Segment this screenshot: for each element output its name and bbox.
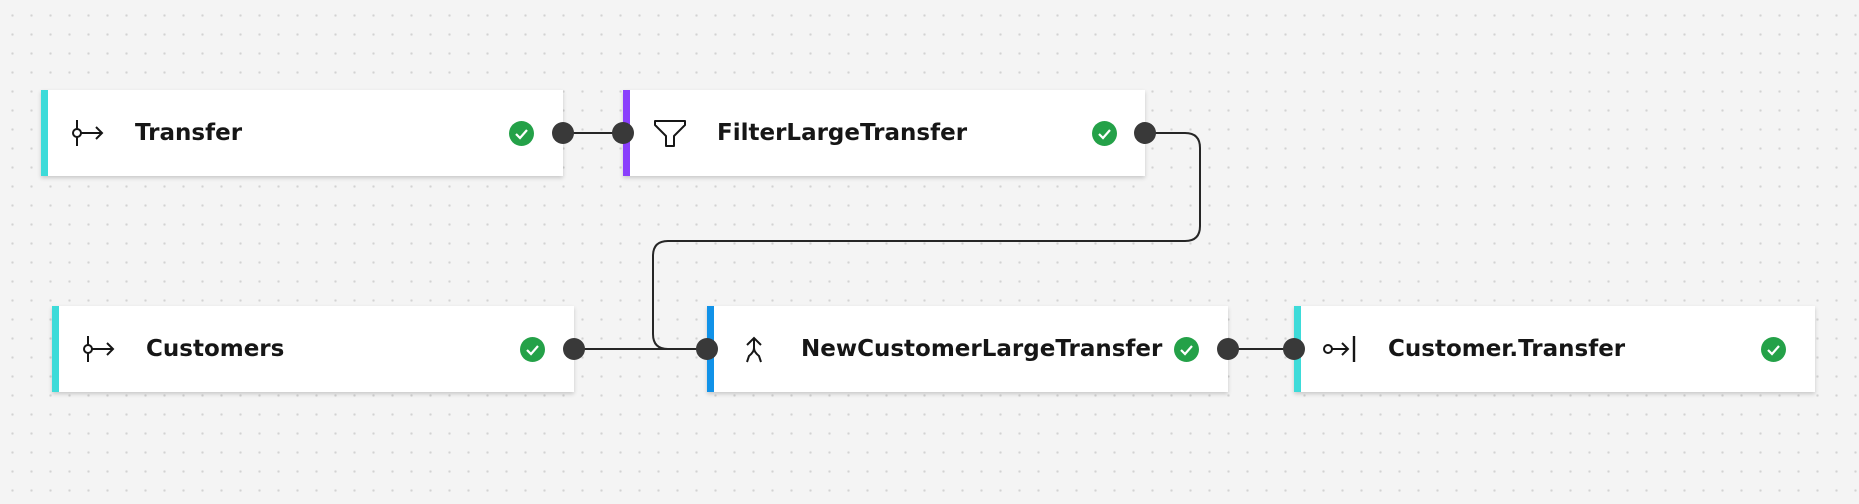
status-valid-icon <box>1092 121 1117 146</box>
output-port-transfer[interactable] <box>552 122 574 144</box>
node-transfer[interactable]: Transfer <box>41 90 563 176</box>
merge-icon <box>735 330 773 368</box>
input-port-join[interactable] <box>696 338 718 360</box>
input-port-filter[interactable] <box>612 122 634 144</box>
output-port-join[interactable] <box>1217 338 1239 360</box>
output-port-filter[interactable] <box>1134 122 1156 144</box>
source-icon <box>80 330 118 368</box>
target-icon <box>1322 330 1360 368</box>
node-filter-large-transfer[interactable]: FilterLargeTransfer <box>623 90 1145 176</box>
link-filter-to-join[interactable] <box>652 132 1201 350</box>
status-valid-icon <box>509 121 534 146</box>
status-valid-icon <box>1761 337 1786 362</box>
node-label: Customers <box>146 336 285 362</box>
node-customer-transfer[interactable]: Customer.Transfer <box>1294 306 1815 392</box>
node-stripe <box>41 90 48 176</box>
node-label: NewCustomerLargeTransfer <box>801 336 1163 362</box>
node-label: Transfer <box>135 120 243 146</box>
node-customers[interactable]: Customers <box>52 306 574 392</box>
input-port-target[interactable] <box>1283 338 1305 360</box>
funnel-icon <box>651 114 689 152</box>
status-valid-icon <box>520 337 545 362</box>
node-new-customer-large-transfer[interactable]: NewCustomerLargeTransfer <box>707 306 1228 392</box>
status-valid-icon <box>1174 337 1199 362</box>
node-stripe <box>52 306 59 392</box>
output-port-customers[interactable] <box>563 338 585 360</box>
source-icon <box>69 114 107 152</box>
node-label: FilterLargeTransfer <box>717 120 968 146</box>
node-label: Customer.Transfer <box>1388 336 1626 362</box>
